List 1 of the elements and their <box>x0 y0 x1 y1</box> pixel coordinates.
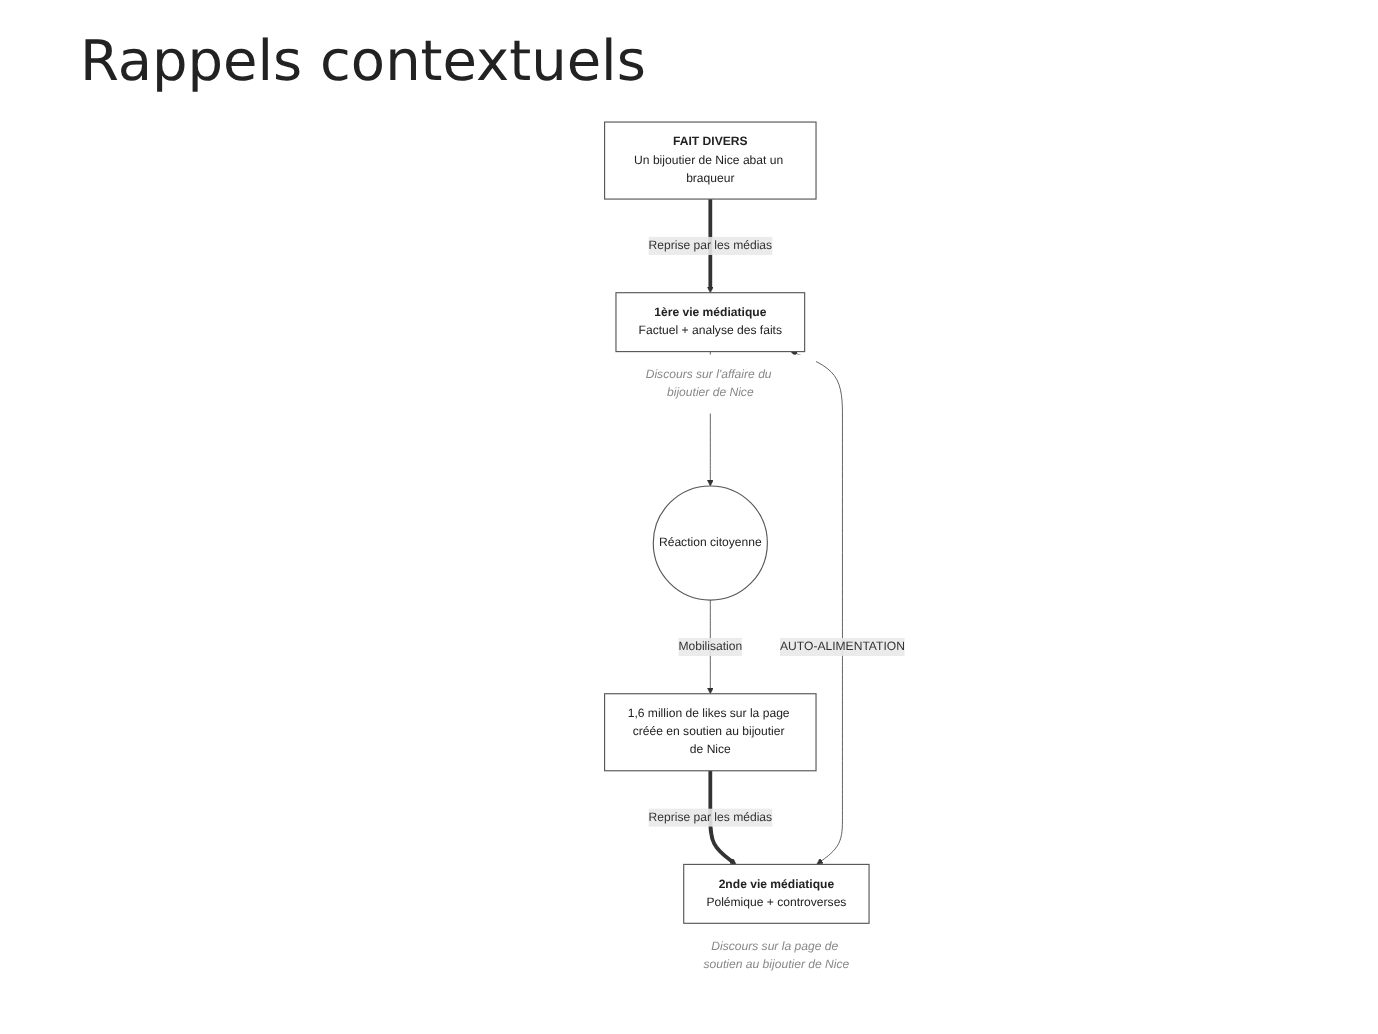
slide-title: Rappels contextuels <box>80 28 648 94</box>
